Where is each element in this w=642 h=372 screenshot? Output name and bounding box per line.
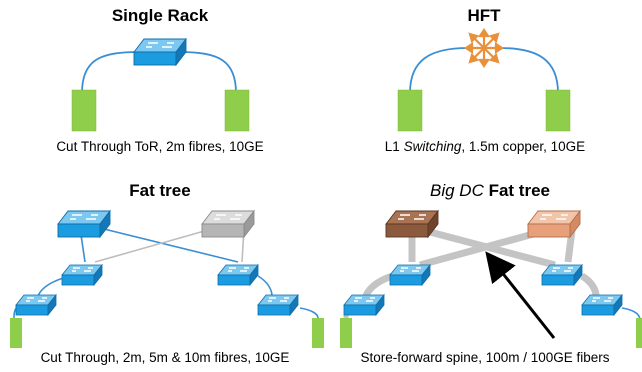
big-dc-leaf-right-icon [541,264,583,286]
hft-title: HFT [467,6,501,25]
hft-panel [397,28,571,132]
pointer-arrow [485,251,556,339]
fat-tree-tor-left-icon [15,294,57,316]
hft-caption-pre: L1 [384,139,404,154]
hft-link-right [499,47,559,94]
fat-tree-tor-right-icon [257,294,299,316]
big-dc-title-italic: Big DC [430,181,484,200]
big-dc-tor-left-icon [343,294,385,316]
hft-caption-italic: Switching [403,139,462,154]
big-dc-tor-right-icon [581,294,623,316]
big-dc-title: Big DC Fat tree [410,181,570,201]
big-dc-leaf-left-icon [389,264,431,286]
hft-server-right [545,89,571,132]
fat-tree-leaf-left-icon [61,264,103,286]
server-right [224,89,250,132]
big-dc-server-left [340,318,352,348]
big-dc-title-rest: Fat tree [483,181,550,200]
single-rack-title: Single Rack [111,6,209,25]
hft-caption: L1 Switching, 1.5m copper, 10GE [350,139,620,154]
fat-tree-leaf-right-icon [217,264,259,286]
fat-tree-server-left [10,318,22,348]
single-rack-caption: Cut Through ToR, 2m fibres, 10GE [56,139,264,154]
single-rack-panel [71,38,250,132]
hft-link-left [409,47,469,94]
big-dc-server-right [636,318,642,348]
big-dc-caption: Store-forward spine, 100m / 100GE fibers [360,350,610,365]
fat-tree-spine-grey-icon [201,210,255,238]
l1-switch-icon [464,28,504,68]
server-left [71,89,97,132]
rack-link-right [179,51,237,94]
hft-caption-post: , 1.5m copper, 10GE [461,139,586,154]
rack-link-left [81,51,139,94]
fat-tree-title: Fat tree [129,181,191,200]
fat-tree-server-right [312,318,324,348]
big-dc-spine-peach-icon [527,210,581,238]
big-dc-fat-tree-panel [340,210,642,348]
big-dc-spine-brown-icon [385,210,439,238]
fat-tree-spine-blue-icon [57,210,111,238]
hft-server-left [397,89,423,132]
fat-tree-panel [10,210,324,348]
fat-tree-caption: Cut Through, 2m, 5m & 10m fibres, 10GE [40,350,290,365]
tor-switch-icon [133,38,187,66]
